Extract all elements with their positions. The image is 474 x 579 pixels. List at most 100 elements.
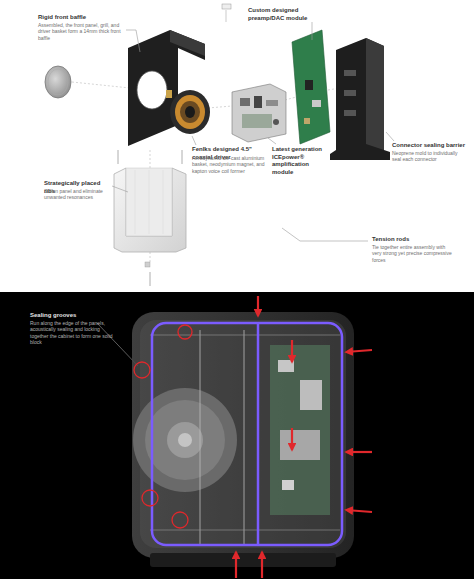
callout-text: Neoprene mold to individually seal each … [392, 150, 466, 163]
illustration-rect [305, 80, 313, 90]
illustration-rect [312, 100, 321, 107]
illustration-circle [172, 512, 188, 528]
illustration-path [126, 168, 172, 236]
illustration-line [291, 428, 293, 450]
illustration-line [291, 340, 293, 362]
illustration-line [150, 272, 151, 286]
illustration-path [292, 30, 330, 144]
illustration-path [114, 168, 186, 252]
callout-text: Tie together entire assembly with very s… [372, 244, 456, 263]
illustration-rect [344, 70, 356, 76]
illustration-rect [222, 4, 231, 9]
illustration-rect [344, 90, 356, 96]
illustration-line [226, 10, 227, 22]
illustration-circle [273, 119, 279, 125]
callout-heading: Custom designed preamp/DAC module [248, 7, 314, 22]
illustration-rect [132, 312, 354, 558]
illustration-line [149, 170, 150, 234]
callout-text: Stiffen panel and eliminate unwanted res… [44, 188, 108, 201]
callout-text: Run along the edge of the panels, acoust… [30, 320, 114, 345]
illustration-rect [254, 96, 262, 108]
illustration-line [257, 324, 260, 544]
illustration-line [261, 552, 263, 578]
illustration-line [118, 150, 119, 164]
illustration-line [346, 350, 372, 352]
back-panel [330, 38, 390, 160]
callout-text: Aerodynamic die-cast aluminium basket, n… [192, 155, 266, 174]
callout-text: Assembled, the front panel, grill, and d… [38, 22, 124, 41]
illustration-line [135, 170, 136, 234]
illustration-line [208, 106, 232, 108]
illustration-ellipse [48, 69, 68, 95]
dark-ground [0, 292, 474, 579]
illustration-line [312, 22, 313, 40]
illustration-circle [133, 388, 237, 492]
illustration-circle [142, 490, 158, 506]
small-part [222, 4, 231, 22]
callout-heading: Connector sealing barrier [392, 142, 470, 150]
illustration-ellipse [137, 71, 167, 109]
illustration-rect [150, 553, 336, 567]
illustration-rect [166, 90, 172, 98]
illustration-rect [140, 320, 346, 548]
illustration-line [182, 150, 183, 164]
illustration-rect [344, 110, 356, 116]
illustration-line [257, 296, 259, 316]
illustration-ellipse [45, 66, 71, 98]
illustration-line [200, 330, 201, 545]
illustration-rect [242, 114, 272, 128]
callout-heading: Rigid front baffle [38, 14, 126, 22]
illustration-rect [270, 345, 330, 515]
ribbed-shell [114, 168, 186, 267]
illustration-path [170, 30, 205, 56]
illustration-line [72, 82, 130, 88]
illustration-rect [152, 323, 342, 545]
illustration-path [232, 84, 286, 142]
illustration-line [150, 530, 340, 531]
illustration-ellipse [185, 106, 195, 118]
illustration-ellipse [137, 71, 167, 109]
force-arrows [236, 296, 372, 578]
illustration-line [235, 552, 237, 578]
illustration-line [346, 451, 372, 453]
illustration-line [150, 150, 151, 168]
callout-heading: Sealing grooves [30, 312, 122, 320]
illustration-line [268, 138, 276, 144]
illustration-line [346, 510, 372, 512]
illustration-circle [145, 400, 225, 480]
illustration-line [244, 330, 245, 545]
illustration-rect [240, 98, 250, 106]
illustration-line [112, 186, 128, 192]
callout-heading: Tension rods [372, 236, 460, 244]
illustration-circle [167, 422, 203, 458]
dac-board [292, 0, 330, 144]
amp-module [232, 84, 286, 142]
illustration-path [366, 38, 384, 150]
sealing-outline [152, 323, 342, 545]
assembled-speaker [132, 312, 354, 567]
illustration-rect [282, 480, 294, 490]
illustration-line [163, 170, 164, 234]
illustration-circle [178, 325, 192, 339]
illustration-rect [266, 100, 278, 106]
illustration-rect [300, 380, 322, 410]
illustration-line [386, 132, 394, 141]
illustration-circle [178, 433, 192, 447]
groove-circles [134, 325, 192, 528]
illustration-rect [145, 262, 150, 267]
illustration-ellipse [170, 90, 210, 134]
illustration-rect [304, 118, 310, 124]
callout-heading: Latest generation ICEpower® amplificatio… [272, 146, 330, 176]
illustration-path [330, 38, 390, 160]
illustration-polyline [282, 228, 368, 241]
illustration-line [192, 136, 196, 145]
illustration-line [150, 252, 151, 262]
coaxial-driver [166, 90, 210, 134]
illustration-ellipse [175, 95, 205, 129]
illustration-polyline [126, 30, 140, 52]
illustration-line [97, 323, 138, 366]
illustration-ellipse [180, 101, 200, 123]
grill [45, 66, 71, 98]
illustration-rect [280, 430, 320, 460]
